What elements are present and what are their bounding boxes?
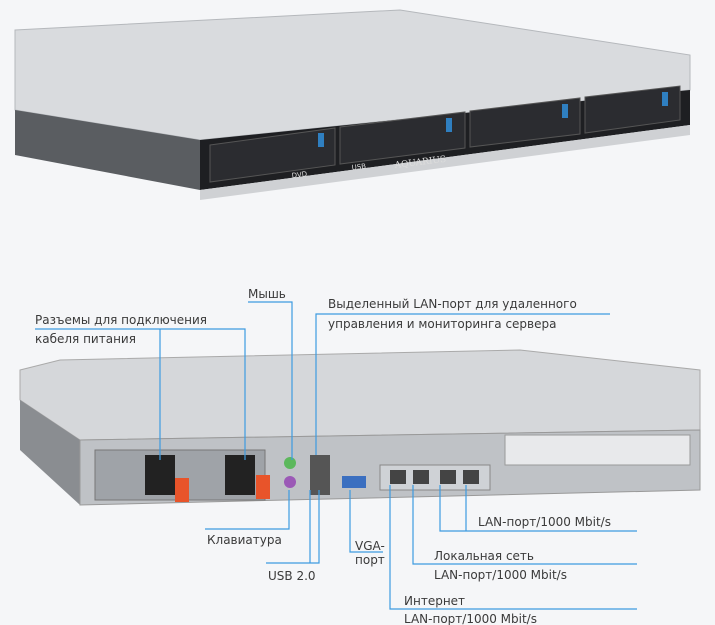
- local-network-label: Локальная сеть: [434, 549, 534, 563]
- lan-port-label: LAN-порт/1000 Mbit/s: [478, 515, 611, 529]
- power-connectors-label-2: кабеля питания: [35, 332, 136, 346]
- power-connectors-label: Разъемы для подключения: [35, 313, 208, 327]
- local-network-sub: LAN-порт/1000 Mbit/s: [434, 568, 567, 582]
- usb-label: USB 2.0: [268, 569, 316, 583]
- server-rear-view: [19, 349, 701, 506]
- vga-label-2: порт: [355, 553, 385, 567]
- server-front-view: [14, 9, 691, 200]
- management-lan-label-2: управления и мониторинга сервера: [328, 317, 557, 331]
- keyboard-port-label: Клавиатура: [207, 533, 282, 547]
- mouse-port-label: Мышь: [248, 287, 286, 301]
- internet-label: Интернет: [404, 594, 466, 608]
- vga-label: VGA-: [355, 539, 385, 553]
- management-lan-label: Выделенный LAN-порт для удаленного: [328, 297, 577, 311]
- callout-lines: [35, 301, 637, 610]
- internet-sub: LAN-порт/1000 Mbit/s: [404, 612, 537, 625]
- front-usb-label: USB: [351, 162, 366, 172]
- front-dvd-label: DVD: [291, 170, 307, 180]
